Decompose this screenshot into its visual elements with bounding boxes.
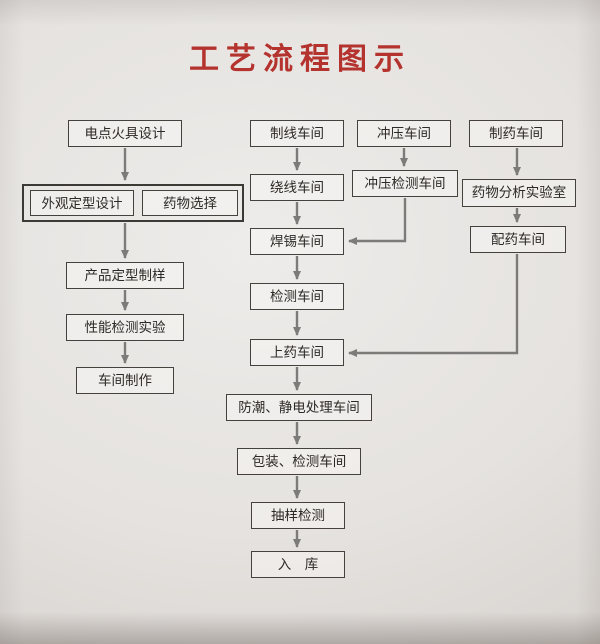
node-drug-analysis-lab: 药物分析实验室 <box>462 179 576 207</box>
node-drug-selection: 药物选择 <box>142 190 238 216</box>
node-product-sample: 产品定型制样 <box>66 262 184 289</box>
node-performance-test: 性能检测实验 <box>66 314 184 341</box>
node-winding-workshop: 绕线车间 <box>250 174 344 201</box>
diagram-title: 工艺流程图示 <box>189 43 411 76</box>
node-stamping-workshop: 冲压车间 <box>357 120 451 147</box>
node-wire-workshop: 制线车间 <box>250 120 344 147</box>
node-pharmacy-workshop: 制药车间 <box>469 120 563 147</box>
design-group-frame <box>22 184 244 222</box>
node-drug-loading-workshop: 上药车间 <box>250 339 344 366</box>
node-appearance-design: 外观定型设计 <box>30 190 134 216</box>
node-antistatic-workshop: 防潮、静电处理车间 <box>226 394 372 421</box>
node-warehouse: 入 库 <box>251 551 345 578</box>
node-stamping-inspection-workshop: 冲压检测车间 <box>352 170 458 197</box>
node-workshop-production: 车间制作 <box>76 367 174 394</box>
node-soldering-workshop: 焊锡车间 <box>250 228 344 255</box>
node-packaging-workshop: 包装、检测车间 <box>237 448 361 475</box>
node-sampling-test: 抽样检测 <box>251 502 345 529</box>
node-drug-preparation-workshop: 配药车间 <box>470 226 566 253</box>
node-ignition-design: 电点火具设计 <box>68 120 182 147</box>
node-inspection-workshop: 检测车间 <box>250 283 344 310</box>
